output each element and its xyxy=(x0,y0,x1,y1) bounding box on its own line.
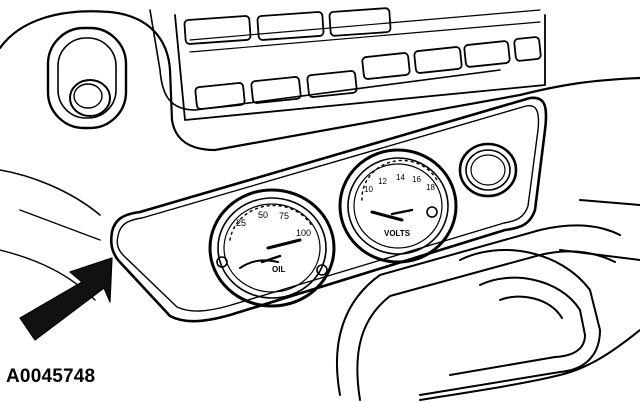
center-console xyxy=(336,199,640,401)
oil-scale-75: 75 xyxy=(279,211,289,221)
volt-scale-14: 14 xyxy=(396,173,405,182)
oil-scale-25: 25 xyxy=(236,218,246,228)
pointer-arrow xyxy=(19,257,113,341)
volt-gauge-label: VOLTS xyxy=(384,229,411,238)
gauge-cluster-bezel xyxy=(109,96,548,323)
left-vent-knob xyxy=(46,26,128,130)
volt-gauge-text: 10 12 14 16 18 VOLTS xyxy=(364,173,435,238)
volt-gauge xyxy=(338,148,458,264)
oil-scale-100: 100 xyxy=(296,228,311,238)
radio-button-panel xyxy=(174,7,546,121)
volt-scale-16: 16 xyxy=(412,175,421,184)
dash-lower-left-contour xyxy=(0,169,101,216)
dash-upper-contour xyxy=(0,10,640,152)
dash-inner-contour xyxy=(149,9,501,111)
round-knob xyxy=(458,142,518,198)
oil-gauge-text: 25 50 75 100 OIL xyxy=(236,210,311,274)
oil-gauge xyxy=(208,188,336,308)
figure-reference-id: A0045748 xyxy=(6,366,96,387)
volt-scale-10: 10 xyxy=(364,185,373,194)
volt-scale-12: 12 xyxy=(378,177,387,186)
oil-gauge-label: OIL xyxy=(272,265,285,274)
volt-scale-18: 18 xyxy=(426,183,435,192)
oil-scale-50: 50 xyxy=(258,210,268,220)
